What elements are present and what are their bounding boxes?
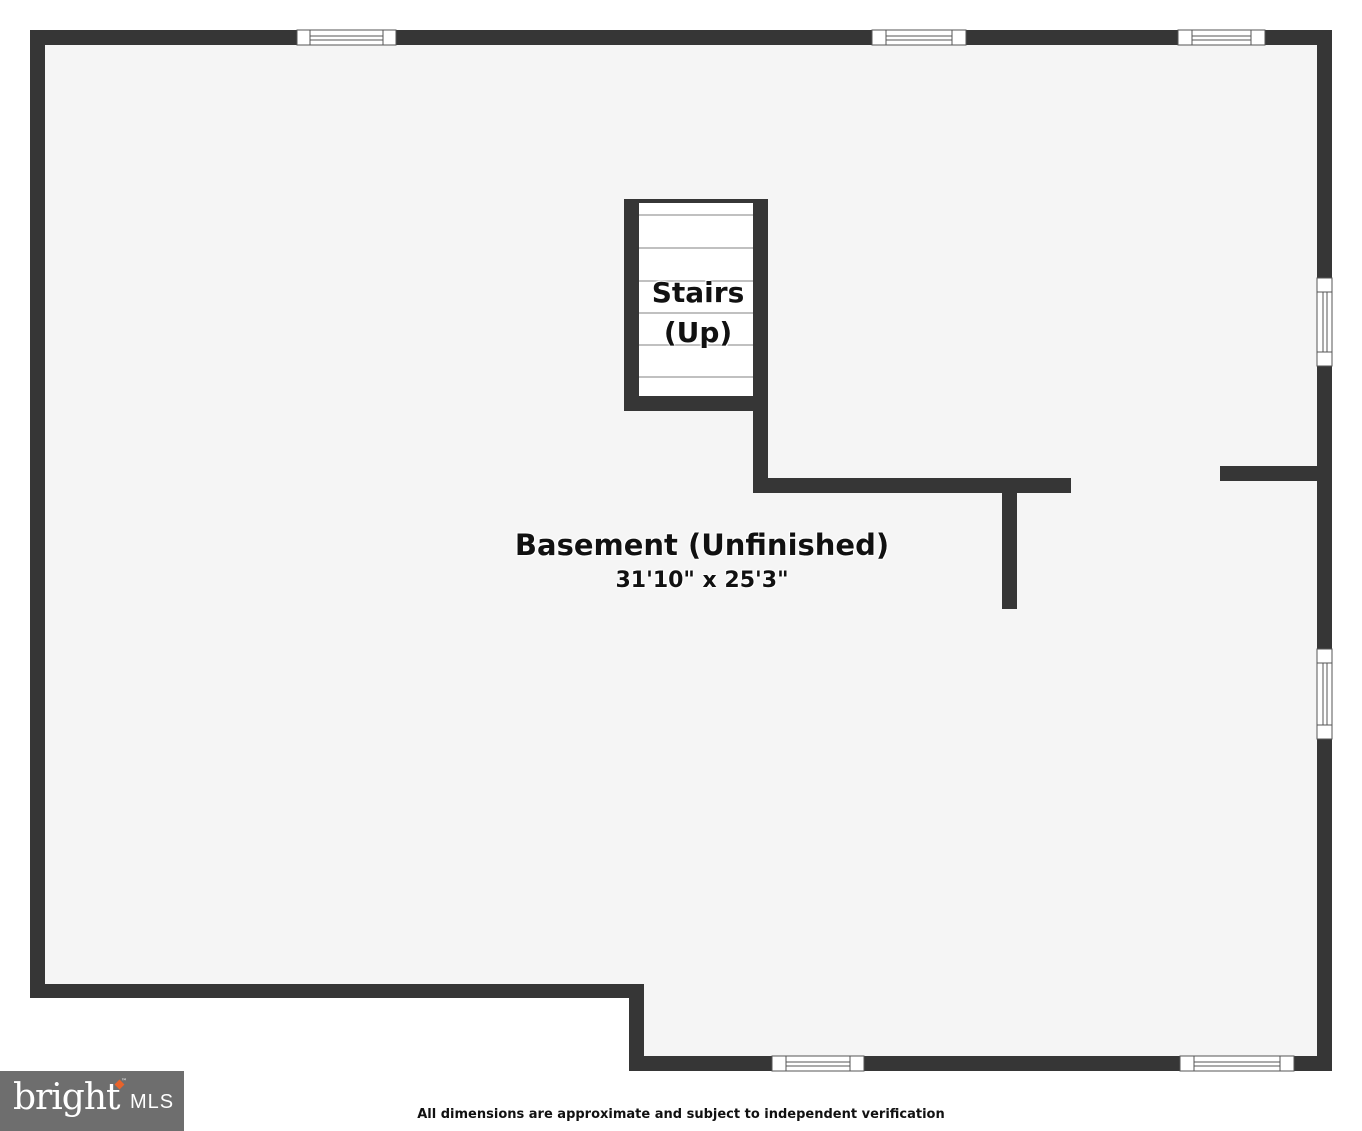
logo-suffix-text: MLS — [130, 1091, 175, 1113]
stairs-label-line2: (Up) — [663, 316, 733, 349]
window-top-3 — [1177, 29, 1266, 46]
room-name-label: Basement (Unfinished) — [514, 528, 890, 562]
logo-trademark: ™ — [121, 1078, 127, 1085]
logo-brand-text: bright — [13, 1077, 120, 1118]
window-bottom-1 — [771, 1055, 865, 1072]
window-right-1 — [1316, 277, 1333, 367]
window-top-2 — [871, 29, 967, 46]
bright-mls-logo: bright ™ MLS — [0, 1071, 184, 1131]
stairs-label-line1: Stairs — [651, 276, 745, 309]
window-top-1 — [296, 29, 397, 46]
stairs — [624, 199, 768, 411]
interior-walls — [753, 396, 1325, 609]
window-bottom-2 — [1179, 1055, 1295, 1072]
window-right-2 — [1316, 648, 1333, 740]
room-dimensions-label: 31'10" x 25'3" — [615, 568, 789, 593]
stairs-label: Stairs (Up) — [628, 273, 768, 353]
disclaimer-text: All dimensions are approximate and subje… — [417, 1107, 945, 1122]
